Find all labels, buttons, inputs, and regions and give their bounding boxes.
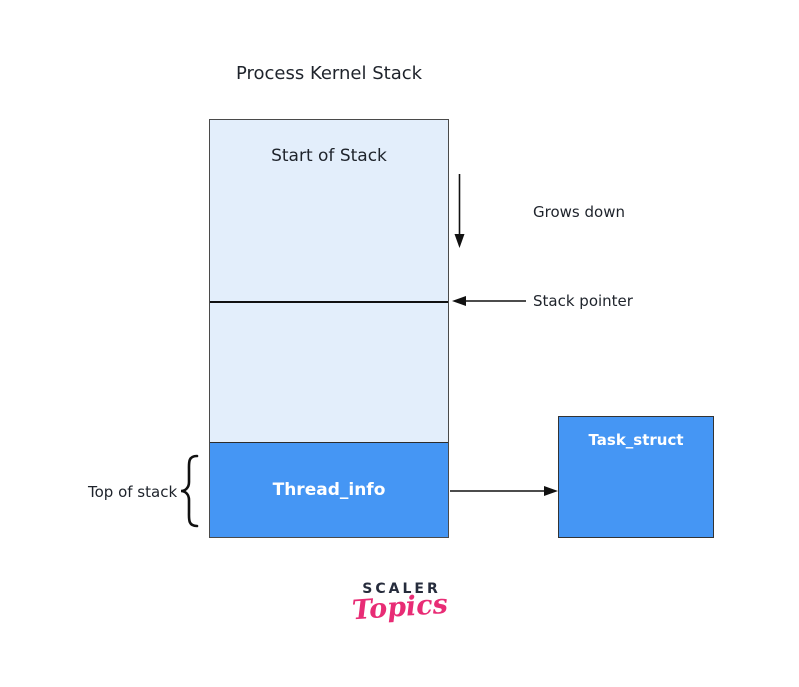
thread-info-label: Thread_info (272, 480, 386, 500)
diagram-title: Process Kernel Stack (235, 63, 423, 84)
logo-scaler-text: SCALER (362, 581, 441, 597)
grows-down-arrow-icon (454, 174, 465, 248)
grows-down-label: Grows down (533, 203, 625, 221)
curly-brace-icon (180, 454, 199, 528)
stack-pointer-label: Stack pointer (533, 292, 633, 310)
top-of-stack-label: Top of stack (88, 483, 178, 501)
stack-pointer-arrow-icon (452, 296, 526, 306)
task-struct-box: Task_struct (558, 416, 714, 538)
thread-to-task-arrow-icon (450, 486, 558, 496)
scaler-topics-logo: SCALER Topics (344, 581, 456, 626)
logo-topics-text: Topics (351, 588, 449, 627)
stack-pointer-divider-line (210, 301, 448, 303)
task-struct-label: Task_struct (588, 431, 684, 449)
thread-info-section: Thread_info (210, 442, 448, 537)
start-of-stack-label: Start of Stack (271, 146, 387, 166)
kernel-stack-box: Start of Stack Thread_info (209, 119, 449, 538)
